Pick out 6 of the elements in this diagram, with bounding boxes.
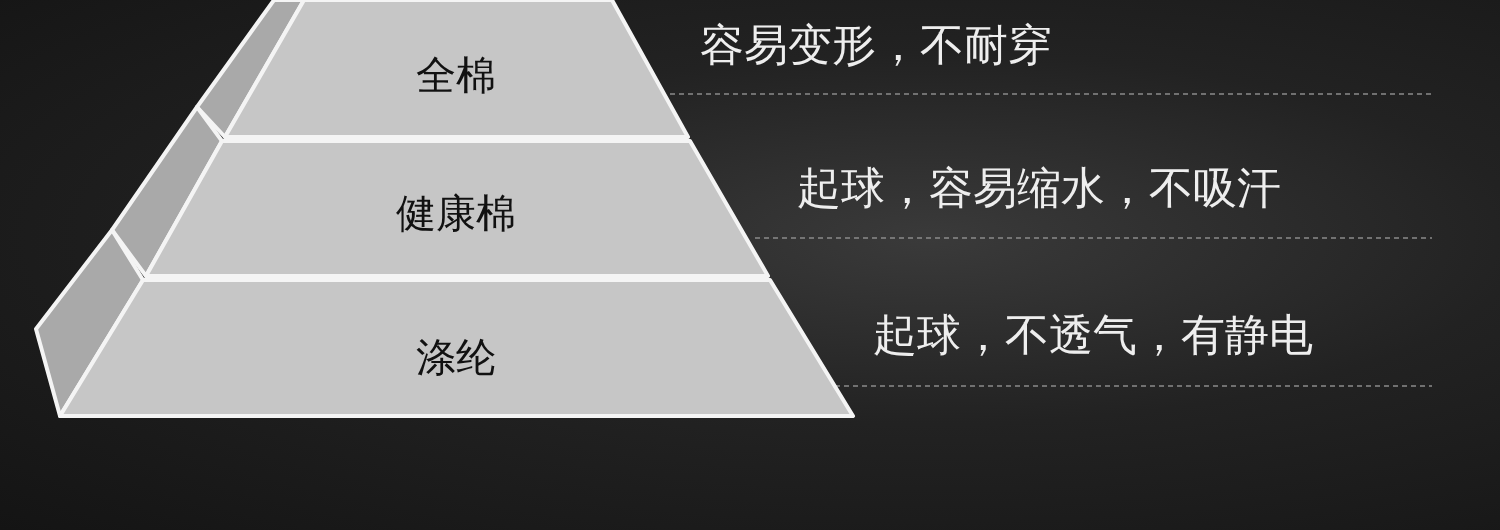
description-text: 起球，不透气，有静电 <box>873 307 1313 362</box>
layer-label: 涤纶 <box>416 332 496 382</box>
description-text: 起球，容易缩水，不吸汗 <box>797 160 1281 215</box>
layer-label: 全棉 <box>416 50 496 100</box>
layer-label: 健康棉 <box>396 188 516 238</box>
description-text: 容易变形，不耐穿 <box>700 17 1052 72</box>
